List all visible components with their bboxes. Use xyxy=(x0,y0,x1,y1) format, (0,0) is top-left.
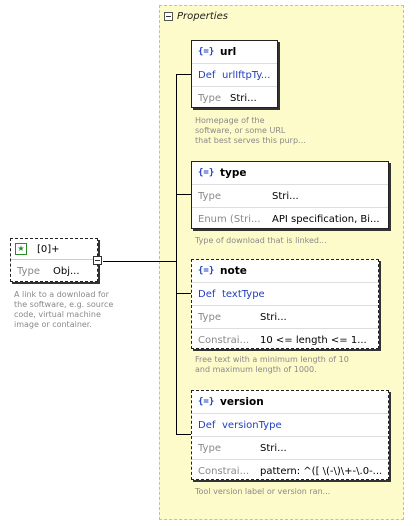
type-value: Stri... xyxy=(230,92,257,104)
description-line: A link to a download for xyxy=(14,290,109,299)
description-line: the software, e.g. source xyxy=(14,300,114,309)
note-constraint-row: Constrai... 10 <= length <= 1... xyxy=(192,328,378,351)
note-card[interactable]: {=} note Def textType Type Stri... Const… xyxy=(191,259,379,349)
version-card[interactable]: {=} version Def versionType Type Stri...… xyxy=(191,390,389,480)
note-description: Free text with a minimum length of 10 an… xyxy=(195,355,395,375)
type-value: Stri... xyxy=(272,190,299,202)
enum-value: API specification, Bi... xyxy=(272,213,380,225)
root-type-row: Type Obj... xyxy=(11,260,97,282)
constraint-key: Constrai... xyxy=(198,334,250,346)
version-description: Tool version label or version ran... xyxy=(195,487,395,497)
properties-title: Properties xyxy=(177,10,228,22)
type-card-header: {=} type xyxy=(192,162,388,185)
constraint-key: Constrai... xyxy=(198,465,250,477)
description-line: image or container. xyxy=(14,320,92,329)
constraint-value: 10 <= length <= 1... xyxy=(260,334,367,346)
type-type-row: Type Stri... xyxy=(192,185,388,207)
root-element-header: ★ [0]+ xyxy=(11,239,97,260)
def-key: Def xyxy=(198,69,216,81)
note-type-row: Type Stri... xyxy=(192,305,378,328)
description-line: Type of download that is linked... xyxy=(195,236,327,245)
root-description: A link to a download for the software, e… xyxy=(14,290,134,330)
type-key: Type xyxy=(198,442,221,454)
connector-type xyxy=(176,194,191,195)
connector-vertical xyxy=(176,74,177,434)
note-name: note xyxy=(220,265,247,277)
url-card-header: {=} url xyxy=(192,41,277,64)
type-card[interactable]: {=} type Type Stri... Enum (Stri... API … xyxy=(191,161,389,229)
type-key: Type xyxy=(198,92,221,104)
type-description: Type of download that is linked... xyxy=(195,236,395,246)
constraint-value: pattern: ^([ \(-\)\+-\.0-... xyxy=(260,465,383,477)
enum-key: Enum (Stri... xyxy=(198,213,261,225)
version-type-row: Type Stri... xyxy=(192,436,388,459)
description-line: that best serves this purp... xyxy=(195,136,306,145)
connector-url xyxy=(176,74,191,75)
version-card-header: {=} version xyxy=(192,391,388,414)
attribute-icon: {=} xyxy=(198,47,215,57)
root-element[interactable]: ★ [0]+ Type Obj... xyxy=(10,238,98,282)
collapse-toggle-icon[interactable] xyxy=(93,256,102,265)
version-name: version xyxy=(220,396,264,408)
collapse-icon[interactable] xyxy=(164,11,173,21)
version-def-row: Def versionType xyxy=(192,414,388,436)
version-constraint-row: Constrai... pattern: ^([ \(-\)\+-\.0-... xyxy=(192,459,388,482)
url-card[interactable]: {=} url Def urlIftpTy... Type Stri... xyxy=(191,40,278,108)
url-description: Homepage of the software, or some URL th… xyxy=(195,116,385,146)
type-key: Type xyxy=(17,265,40,277)
connector-note xyxy=(176,293,191,294)
type-key: Type xyxy=(198,311,221,323)
url-def-row: Def urlIftpTy... xyxy=(192,64,277,86)
def-value[interactable]: versionType xyxy=(222,419,282,431)
description-line: Free text with a minimum length of 10 xyxy=(195,355,349,364)
def-key: Def xyxy=(198,288,216,300)
attribute-icon: {=} xyxy=(198,168,215,178)
description-line: Homepage of the xyxy=(195,116,265,125)
connector-version xyxy=(176,434,191,435)
connector-root xyxy=(103,261,176,262)
description-line: code, virtual machine xyxy=(14,310,101,319)
type-value: Stri... xyxy=(260,311,287,323)
type-value: Obj... xyxy=(53,265,80,277)
note-card-header: {=} note xyxy=(192,260,378,283)
note-def-row: Def textType xyxy=(192,283,378,305)
type-enum-row: Enum (Stri... API specification, Bi... xyxy=(192,207,388,230)
description-line: software, or some URL xyxy=(195,126,286,135)
type-value: Stri... xyxy=(260,442,287,454)
description-line: Tool version label or version ran... xyxy=(195,487,331,496)
description-line: and maximum length of 1000. xyxy=(195,365,317,374)
def-value[interactable]: textType xyxy=(222,288,265,300)
type-name: type xyxy=(220,167,247,179)
def-key: Def xyxy=(198,419,216,431)
attribute-icon: {=} xyxy=(198,397,215,407)
def-value[interactable]: urlIftpTy... xyxy=(222,69,271,81)
properties-header: Properties xyxy=(164,9,228,23)
occurrence-label: [0]+ xyxy=(37,243,60,255)
type-key: Type xyxy=(198,190,221,202)
attribute-icon: {=} xyxy=(198,266,215,276)
url-type-row: Type Stri... xyxy=(192,86,277,109)
element-star-icon: ★ xyxy=(15,243,27,255)
url-name: url xyxy=(220,46,237,58)
